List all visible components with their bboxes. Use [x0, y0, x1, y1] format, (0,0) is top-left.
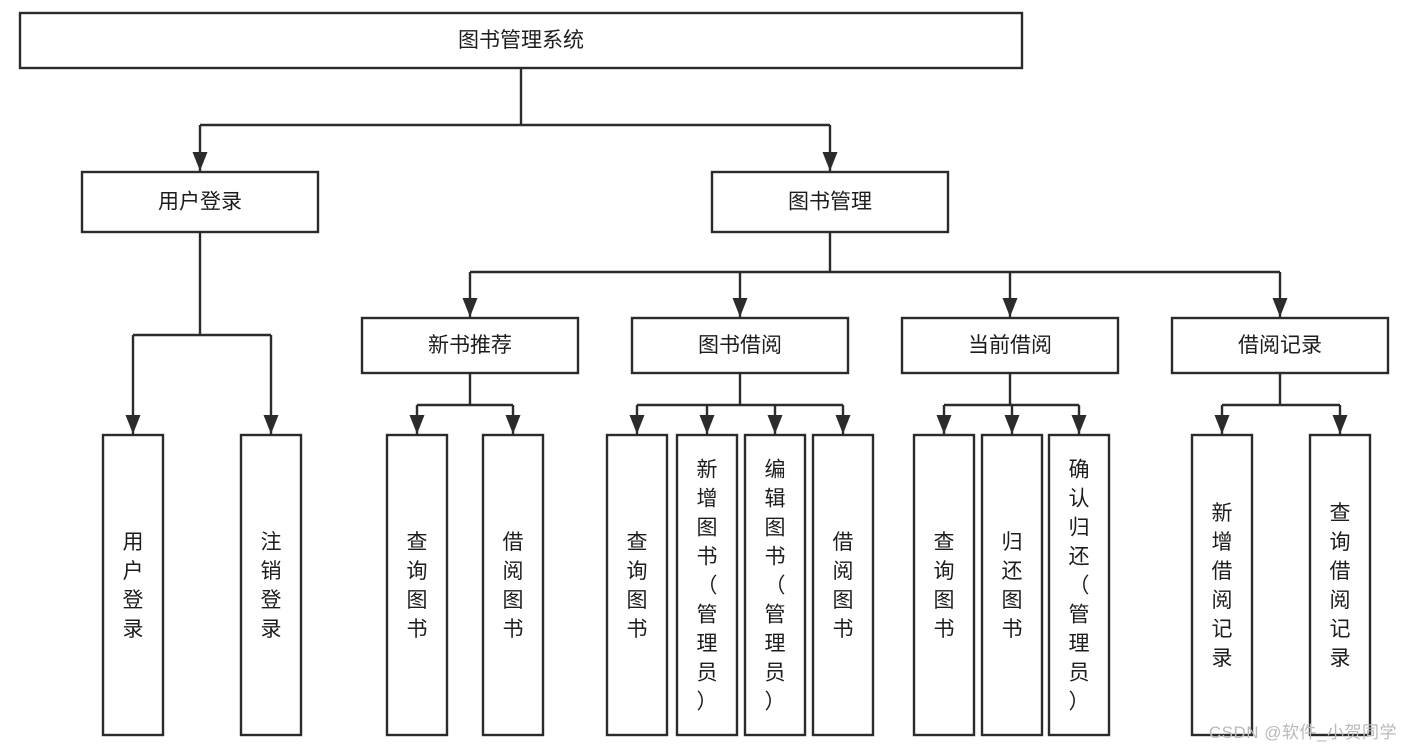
arrow-head-leaf-leaf-edit-book — [767, 415, 783, 434]
node-leaf-user-login[interactable]: 用户登录 — [101, 433, 165, 737]
node-box-leaf-logout[interactable] — [239, 433, 303, 737]
node-label-leaf-edit-book: 编辑图书（管理员） — [765, 459, 786, 714]
node-leaf-add-borrow-record[interactable]: 新增借阅记录 — [1190, 433, 1254, 737]
node-label-current-borrow: 当前借阅 — [968, 334, 1052, 357]
arrow-head-leaf-leaf-query-book-recommend — [409, 415, 425, 434]
arrow-head-level2-current-borrow — [1002, 298, 1018, 317]
node-layer: 图书管理系统用户登录图书管理新书推荐图书借阅当前借阅借阅记录用户登录注销登录查询… — [18, 11, 1390, 737]
node-label-new-book-recommend: 新书推荐 — [428, 334, 512, 357]
node-box-leaf-borrow-book-recommend[interactable] — [481, 433, 545, 737]
arrow-head-leaf-leaf-logout — [263, 415, 279, 434]
arrow-head-leaf-leaf-confirm-return — [1071, 415, 1087, 434]
node-leaf-borrow-book[interactable]: 借阅图书 — [811, 433, 875, 737]
watermark-label: CSDN @软件_小贺同学 — [1208, 723, 1397, 742]
node-label-book-borrow: 图书借阅 — [698, 334, 782, 357]
node-label-leaf-add-book: 新增图书（管理员） — [697, 459, 718, 714]
arrow-head-leaf-leaf-borrow-book-recommend — [505, 415, 521, 434]
node-label-borrow-record: 借阅记录 — [1238, 334, 1322, 357]
node-label-leaf-borrow-book-recommend: 借阅图书 — [503, 531, 524, 641]
arrow-head-leaf-leaf-add-book — [699, 415, 715, 434]
node-label-leaf-user-login: 用户登录 — [123, 531, 144, 641]
arrow-head-level1-book-management — [822, 152, 838, 171]
node-leaf-edit-book[interactable]: 编辑图书（管理员） — [743, 433, 807, 737]
node-box-new-book-recommend[interactable] — [360, 316, 580, 375]
node-label-leaf-borrow-book: 借阅图书 — [833, 531, 854, 641]
node-label-leaf-add-borrow-record: 新增借阅记录 — [1212, 502, 1233, 670]
node-box-book-borrow[interactable] — [630, 316, 850, 375]
node-label-user-login: 用户登录 — [158, 191, 242, 214]
node-box-leaf-add-borrow-record[interactable] — [1190, 433, 1254, 737]
node-label-leaf-return-book: 归还图书 — [1002, 531, 1023, 641]
node-box-leaf-query-borrow-record[interactable] — [1308, 433, 1372, 737]
node-box-leaf-add-book[interactable] — [675, 433, 739, 737]
node-leaf-add-book[interactable]: 新增图书（管理员） — [675, 433, 739, 737]
node-label-leaf-query-borrow-record: 查询借阅记录 — [1330, 502, 1351, 670]
node-box-user-login[interactable] — [80, 170, 320, 234]
node-box-leaf-edit-book[interactable] — [743, 433, 807, 737]
node-box-leaf-return-book[interactable] — [980, 433, 1044, 737]
node-leaf-query-book-current[interactable]: 查询图书 — [912, 433, 976, 737]
node-user-login[interactable]: 用户登录 — [80, 170, 320, 234]
arrow-head-leaf-leaf-add-borrow-record — [1214, 415, 1230, 434]
node-box-leaf-query-book-recommend[interactable] — [385, 433, 449, 737]
node-box-leaf-query-book-borrow[interactable] — [605, 433, 669, 737]
node-label-leaf-confirm-return: 确认归还（管理员） — [1069, 459, 1090, 714]
node-leaf-confirm-return[interactable]: 确认归还（管理员） — [1047, 433, 1111, 737]
arrow-head-leaf-leaf-return-book — [1004, 415, 1020, 434]
node-new-book-recommend[interactable]: 新书推荐 — [360, 316, 580, 375]
arrow-head-level1-user-login — [192, 152, 208, 171]
node-label-leaf-query-book-borrow: 查询图书 — [627, 531, 648, 641]
arrow-head-level2-book-borrow — [732, 298, 748, 317]
node-book-borrow[interactable]: 图书借阅 — [630, 316, 850, 375]
node-leaf-logout[interactable]: 注销登录 — [239, 433, 303, 737]
node-box-root[interactable] — [18, 11, 1024, 70]
node-leaf-query-book-recommend[interactable]: 查询图书 — [385, 433, 449, 737]
node-leaf-query-borrow-record[interactable]: 查询借阅记录 — [1308, 433, 1372, 737]
arrow-head-level2-new-book-recommend — [462, 298, 478, 317]
node-leaf-borrow-book-recommend[interactable]: 借阅图书 — [481, 433, 545, 737]
node-leaf-query-book-borrow[interactable]: 查询图书 — [605, 433, 669, 737]
node-label-root: 图书管理系统 — [458, 29, 584, 52]
node-current-borrow[interactable]: 当前借阅 — [900, 316, 1120, 375]
node-box-current-borrow[interactable] — [900, 316, 1120, 375]
node-box-leaf-borrow-book[interactable] — [811, 433, 875, 737]
node-label-leaf-query-book-current: 查询图书 — [934, 531, 955, 641]
arrow-head-leaf-leaf-query-book-borrow — [629, 415, 645, 434]
node-box-leaf-user-login[interactable] — [101, 433, 165, 737]
arrow-head-leaf-leaf-user-login — [125, 415, 141, 434]
node-box-book-management[interactable] — [710, 170, 950, 234]
node-borrow-record[interactable]: 借阅记录 — [1170, 316, 1390, 375]
node-leaf-return-book[interactable]: 归还图书 — [980, 433, 1044, 737]
node-root[interactable]: 图书管理系统 — [18, 11, 1024, 70]
arrow-head-level2-borrow-record — [1272, 298, 1288, 317]
node-label-book-management: 图书管理 — [788, 191, 872, 214]
arrow-head-leaf-leaf-query-borrow-record — [1332, 415, 1348, 434]
connector-layer — [125, 68, 1348, 434]
arrow-head-leaf-leaf-query-book-current — [936, 415, 952, 434]
arrow-head-leaf-leaf-borrow-book — [835, 415, 851, 434]
node-box-leaf-confirm-return[interactable] — [1047, 433, 1111, 737]
node-box-borrow-record[interactable] — [1170, 316, 1390, 375]
node-label-leaf-query-book-recommend: 查询图书 — [407, 531, 428, 641]
node-box-leaf-query-book-current[interactable] — [912, 433, 976, 737]
node-label-leaf-logout: 注销登录 — [261, 531, 282, 641]
node-book-management[interactable]: 图书管理 — [710, 170, 950, 234]
